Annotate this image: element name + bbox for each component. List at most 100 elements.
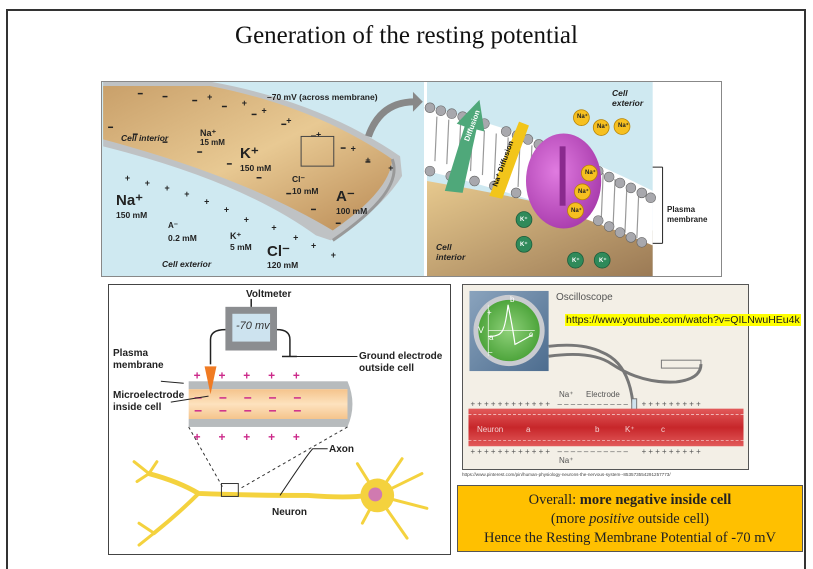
svg-text:+: + xyxy=(293,368,300,382)
summary-line-1: Overall: more negative inside cell xyxy=(458,491,802,510)
svg-text:+: + xyxy=(145,178,150,188)
na-ion-label: Na⁺ xyxy=(585,170,596,176)
ion-label: Cl⁻ xyxy=(292,174,305,184)
potassium-ions xyxy=(515,211,611,269)
svg-text:+: + xyxy=(207,92,212,102)
svg-text:+: + xyxy=(268,430,275,444)
na-ion-label: Na⁺ xyxy=(571,208,582,214)
svg-text:+: + xyxy=(293,232,298,242)
svg-text:+: + xyxy=(286,116,291,126)
electrode-label: Electrode xyxy=(586,390,620,399)
voltmeter-label: Voltmeter xyxy=(246,289,292,300)
svg-text:+: + xyxy=(331,250,336,260)
k-label: K⁺ xyxy=(625,425,635,434)
svg-text:+: + xyxy=(351,143,356,153)
screen-c-label: c xyxy=(529,330,533,339)
sodium-ions xyxy=(567,109,631,219)
svg-text:+: + xyxy=(218,368,225,382)
svg-text:+: + xyxy=(316,129,321,139)
region-b-label: b xyxy=(595,425,600,434)
svg-text:+ + + + + + + + +: + + + + + + + + + xyxy=(642,400,702,409)
svg-text:+: + xyxy=(271,222,276,232)
svg-text:– – – – – – – – – – –: – – – – – – – – – – – xyxy=(558,400,629,409)
slide-frame xyxy=(6,9,806,569)
ion-concentration: 120 mM xyxy=(267,260,299,270)
summary-line-3: Hence the Resting Membrane Potential of … xyxy=(484,530,776,546)
microelectrode xyxy=(204,366,217,395)
na-ion-label: Na⁺ xyxy=(578,189,589,195)
summary-text: outside cell) xyxy=(634,511,710,527)
svg-text:+: + xyxy=(388,163,393,173)
svg-text:+: + xyxy=(293,430,300,444)
summary-box: Overall: more negative inside cell (more… xyxy=(457,485,803,552)
slide-title: Generation of the resting potential xyxy=(235,22,578,49)
ion-concentration: 150 mM xyxy=(116,210,148,220)
ion-concentration: 0.2 mM xyxy=(168,233,197,243)
na-ion-label: Na⁺ xyxy=(618,123,629,129)
svg-text:+: + xyxy=(204,197,209,207)
microelectrode-label: Microelectrode inside cell xyxy=(113,390,185,413)
svg-text:+: + xyxy=(218,430,225,444)
svg-text:+: + xyxy=(184,189,189,199)
action-potential-trace xyxy=(488,304,534,346)
ion-label: K⁺ xyxy=(230,231,242,241)
svg-text:+: + xyxy=(262,106,267,116)
screen-b-label: b xyxy=(510,295,515,304)
svg-text:+: + xyxy=(224,205,229,215)
nucleus xyxy=(368,487,383,502)
k-ion-label: K⁺ xyxy=(520,217,528,223)
ion-concentration: 10 mM xyxy=(292,186,319,196)
ion-label: Cl⁻ xyxy=(267,243,290,260)
svg-text:+: + xyxy=(125,173,130,183)
k-ion-label: K⁺ xyxy=(520,242,528,248)
ion-label: A⁻ xyxy=(336,188,355,205)
zoom-arrow xyxy=(365,98,416,138)
voltmeter-diagram: +++++ +++++ Voltmeter -70 mv Plasma memb… xyxy=(108,284,451,555)
voltmeter-reading: -70 mv xyxy=(236,320,270,332)
cell-interior-label: Cell interior xyxy=(121,133,169,143)
na-bottom-label: Na⁺ xyxy=(559,456,574,465)
k-ion-label: K⁺ xyxy=(599,258,607,264)
na-ion-label: Na⁺ xyxy=(597,124,608,130)
neuron-shape xyxy=(132,457,429,547)
summary-italic: positive xyxy=(589,511,635,527)
cell-interior-label: Cell interior xyxy=(436,242,466,262)
plasma-membrane-label: Plasma membrane xyxy=(667,205,708,224)
plasma-membrane-label: Plasma membrane xyxy=(113,348,164,371)
svg-text:+: + xyxy=(194,430,201,444)
ground-electrode-label: Ground electrode outside cell xyxy=(359,351,443,374)
cell-exterior-label: Cell exterior xyxy=(162,259,212,269)
svg-text:+: + xyxy=(243,430,250,444)
pinterest-source-link[interactable]: https://www.pinterest.com/pin/human-phys… xyxy=(462,472,671,477)
svg-text:+ + + + + + + + + + + +: + + + + + + + + + + + + xyxy=(470,447,550,456)
svg-text:+: + xyxy=(365,155,370,165)
ion-label: K⁺ xyxy=(240,145,259,162)
summary-prefix: Overall: xyxy=(528,492,580,508)
membrane-charge-signs: + + + + + + + + + + + + – – – – – – – – –… xyxy=(470,400,701,456)
charge-signs: +++++ +++++ xyxy=(194,368,301,444)
ion-label: A⁻ xyxy=(168,221,178,230)
membrane-pump-diagram: Cell exterior Cell interior Plasma membr… xyxy=(424,81,722,277)
neuron-label: Neuron xyxy=(477,425,504,434)
summary-text: (more xyxy=(550,511,590,527)
screen-a-label: a xyxy=(489,333,494,342)
youtube-link[interactable]: https://www.youtube.com/watch?v=QILNwuHE… xyxy=(565,314,801,326)
svg-text:+: + xyxy=(311,240,316,250)
svg-text:+: + xyxy=(194,368,201,382)
screen-plus-label: + xyxy=(487,308,492,317)
cell-exterior-label: Cell exterior xyxy=(612,88,644,108)
na-ion-label: Na⁺ xyxy=(577,114,588,120)
oscilloscope-label: Oscilloscope xyxy=(556,292,613,303)
svg-text:+ + + + + + + + + + + +: + + + + + + + + + + + + xyxy=(470,400,550,409)
axon-zoom-box xyxy=(220,483,239,497)
ion-concentration: 5 mM xyxy=(230,242,252,252)
zoom-box xyxy=(300,135,335,167)
oscilloscope-illustration: + + + + + + + + + + + + – – – – – – – – –… xyxy=(468,290,744,456)
axon-membrane-illustration: ++++ ++++ ++++ ++++ +++ xyxy=(103,82,423,260)
k-ion-label: K⁺ xyxy=(572,258,580,264)
voltmeter-neuron-illustration: +++++ +++++ xyxy=(132,298,429,547)
svg-text:+: + xyxy=(165,183,170,193)
axon-label: Axon xyxy=(329,444,354,455)
ion-concentration: 15 mM xyxy=(200,138,225,147)
ion-concentration-diagram: ++++ ++++ ++++ ++++ +++ –70 mV (across m… xyxy=(101,81,424,277)
